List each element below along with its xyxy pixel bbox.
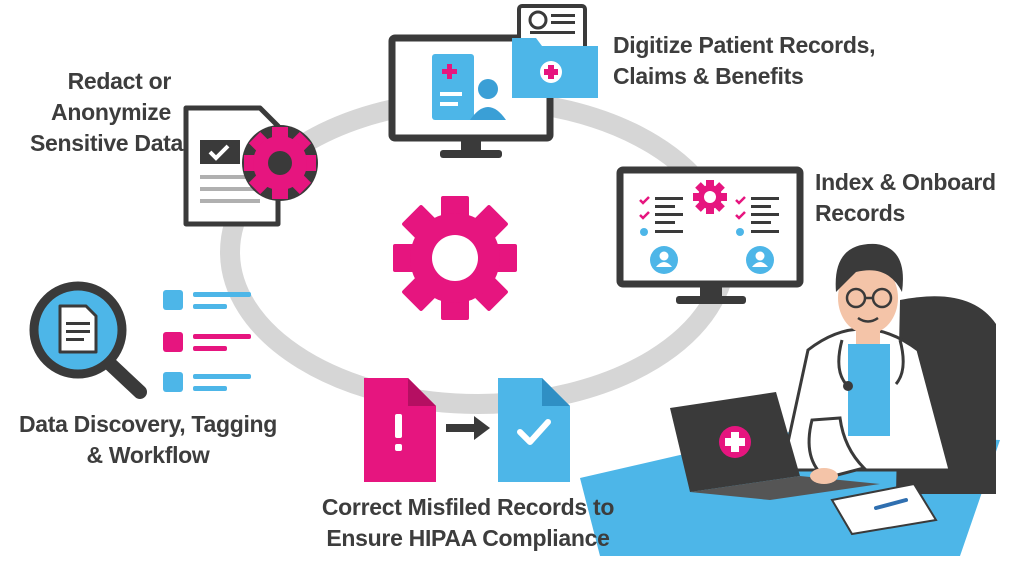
- label-correct-misfiled: Correct Misfiled Records to Ensure HIPAA…: [312, 492, 624, 554]
- label-discovery-line2: & Workflow: [86, 442, 210, 468]
- doctor-at-laptop-illustration: [580, 243, 1000, 556]
- label-correct-line2: Ensure HIPAA Compliance: [326, 525, 610, 551]
- label-correct-line1: Correct Misfiled Records to: [321, 494, 615, 520]
- document-alert-to-check-icon: [364, 378, 570, 482]
- magnifier-document-icon: [29, 281, 251, 399]
- label-redact-line1: Redact or: [67, 68, 172, 94]
- label-discovery-line1: Data Discovery, Tagging: [18, 411, 278, 437]
- monitor-patient-folder-icon: [388, 4, 598, 158]
- label-digitize-records: Digitize Patient Records, Claims & Benef…: [613, 30, 875, 92]
- label-digitize-line1: Digitize Patient Records,: [613, 32, 876, 58]
- label-index-line1: Index & Onboard: [815, 169, 996, 195]
- document-gear-icon: [183, 105, 318, 227]
- label-digitize-line2: Claims & Benefits: [613, 63, 804, 89]
- label-data-discovery: Data Discovery, Tagging & Workflow: [8, 409, 288, 471]
- label-redact-line2: Anonymize: [51, 99, 171, 125]
- label-redact-line3: Sensitive Data: [30, 130, 184, 156]
- label-index-line2: Records: [815, 200, 905, 226]
- monitor-records-list-icon: [616, 166, 804, 304]
- label-index-records: Index & Onboard Records: [815, 167, 996, 229]
- gear-icon: [393, 196, 517, 320]
- label-redact-data: Redact or Anonymize Sensitive Data: [30, 66, 184, 159]
